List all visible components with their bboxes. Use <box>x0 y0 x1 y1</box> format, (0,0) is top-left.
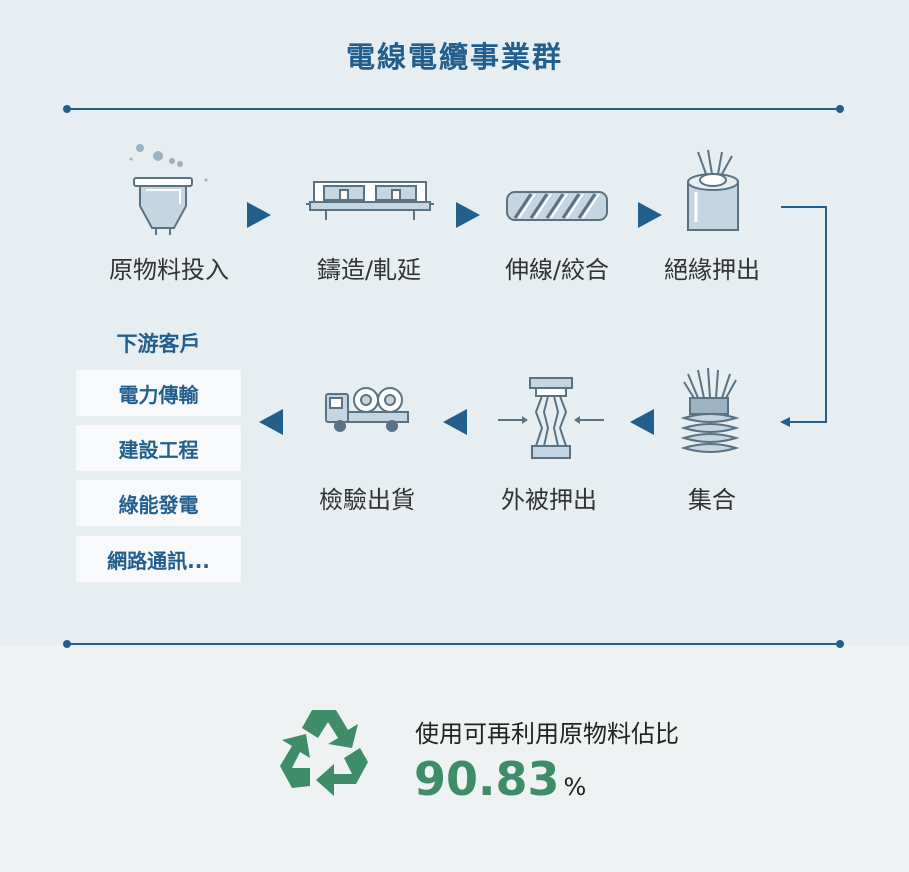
recycle-panel <box>0 645 909 872</box>
sheath-extrusion-icon <box>498 377 604 459</box>
step-label-raw-material: 原物料投入 <box>109 256 229 284</box>
downstream-item: 電力傳輸 <box>76 370 241 416</box>
step-label-sheath-extrusion: 外被押出 <box>501 486 597 514</box>
cable-bundle-icon <box>680 367 740 453</box>
recycle-ratio-unit: % <box>563 773 587 801</box>
step-label-inspection-shipping: 檢驗出貨 <box>319 486 415 514</box>
downstream-item: 綠能發電 <box>76 480 241 526</box>
step-label-casting-rolling: 鑄造/軋延 <box>316 256 422 284</box>
flow-arrow-left-icon <box>630 409 654 435</box>
flow-arrow-left-icon <box>259 409 283 435</box>
diagram-title: 電線電纜事業群 <box>345 40 563 74</box>
flow-arrow-right-icon <box>247 202 271 228</box>
step-label-insulation-extrusion: 絕緣押出 <box>664 256 760 284</box>
raw-material-hopper-icon <box>129 144 208 235</box>
flow-arrow-left-icon <box>443 409 467 435</box>
insulated-cable-icon <box>687 149 739 231</box>
downstream-item: 網路通訊... <box>76 536 241 582</box>
downstream-item: 建設工程 <box>76 425 241 471</box>
flow-arrow-right-icon <box>456 202 480 228</box>
step-label-cabling: 集合 <box>688 486 736 514</box>
flow-arrow-right-icon <box>638 202 662 228</box>
step-label-drawing-stranding: 伸線/絞合 <box>504 256 610 284</box>
recycle-icon <box>280 710 368 796</box>
recycle-ratio-value: 90.83% <box>414 752 586 806</box>
recycle-ratio-label: 使用可再利用原物料佔比 <box>415 720 679 748</box>
delivery-truck-icon <box>325 387 409 432</box>
downstream-title: 下游客戶 <box>116 332 201 356</box>
twisted-wire-icon <box>506 191 608 221</box>
casting-rolling-machine-icon <box>306 181 434 220</box>
recycle-ratio-number: 90.83 <box>414 752 560 806</box>
